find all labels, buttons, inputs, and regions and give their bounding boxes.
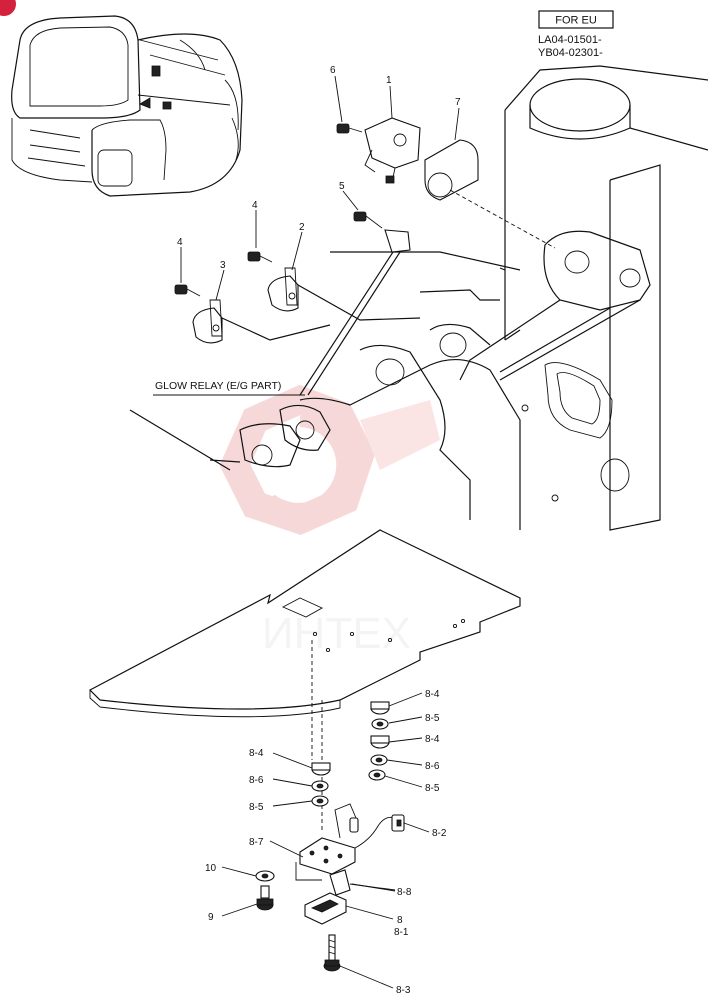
callout-5: 5 — [339, 181, 345, 192]
engine-frame — [504, 65, 708, 531]
watermark-text: ИНТЕХ — [262, 609, 411, 658]
callout-8-4c: 8-4 — [249, 748, 264, 759]
callout-8-5a: 8-5 — [425, 713, 440, 724]
watermark: ИНТЕХ — [219, 384, 440, 658]
leader-lines-lower — [221, 692, 430, 989]
callout-10: 10 — [205, 863, 217, 874]
callout-2: 2 — [299, 222, 305, 233]
callout-8-3: 8-3 — [396, 985, 411, 996]
callout-8-4a: 8-4 — [425, 689, 440, 700]
watermark-gear-icon — [219, 384, 376, 535]
serial-range-1: LA04-01501- — [538, 34, 602, 46]
bracket-assembly — [129, 230, 651, 530]
lower-parts — [255, 701, 405, 972]
part-1-relay — [364, 117, 421, 169]
floor-plate — [89, 529, 521, 830]
callout-4b: 4 — [177, 237, 183, 248]
leader-lines-upper — [153, 75, 460, 396]
callout-8-8: 8-8 — [397, 887, 412, 898]
callout-8-7: 8-7 — [249, 837, 264, 848]
callout-1: 1 — [386, 75, 392, 86]
callout-8-6a: 8-6 — [425, 761, 440, 772]
callout-3: 3 — [220, 260, 226, 271]
part-3-horn — [192, 299, 223, 344]
glow-relay-clip — [384, 229, 411, 253]
part-5-bolt — [353, 211, 383, 229]
callout-8-6b: 8-6 — [249, 775, 264, 786]
callout-8: 8 — [397, 915, 403, 926]
callout-7: 7 — [455, 97, 461, 108]
serial-range-2: YB04-02301- — [538, 47, 603, 59]
upper-parts — [174, 117, 556, 396]
callout-8-5b: 8-5 — [425, 783, 440, 794]
callout-8-4b: 8-4 — [425, 734, 440, 745]
part-2-horn — [267, 267, 299, 312]
part-6-bolt — [336, 123, 363, 134]
part-4a-bolt — [247, 251, 273, 263]
part-7-relay-box — [424, 139, 479, 201]
for-eu-label: FOR EU — [555, 15, 597, 27]
machine-overview — [11, 15, 243, 197]
callout-8-1: 8-1 — [394, 927, 409, 938]
part-8-7-bracket — [299, 837, 356, 875]
callout-6: 6 — [330, 65, 336, 76]
callout-9: 9 — [208, 912, 214, 923]
part-4b-bolt — [174, 284, 201, 297]
for-eu-badge — [538, 10, 614, 29]
corner-badge-icon — [0, 0, 16, 16]
glow-relay-note: GLOW RELAY (E/G PART) — [155, 380, 281, 392]
callout-8-5c: 8-5 — [249, 802, 264, 813]
callout-4a: 4 — [252, 200, 258, 211]
callout-8-2: 8-2 — [432, 828, 447, 839]
